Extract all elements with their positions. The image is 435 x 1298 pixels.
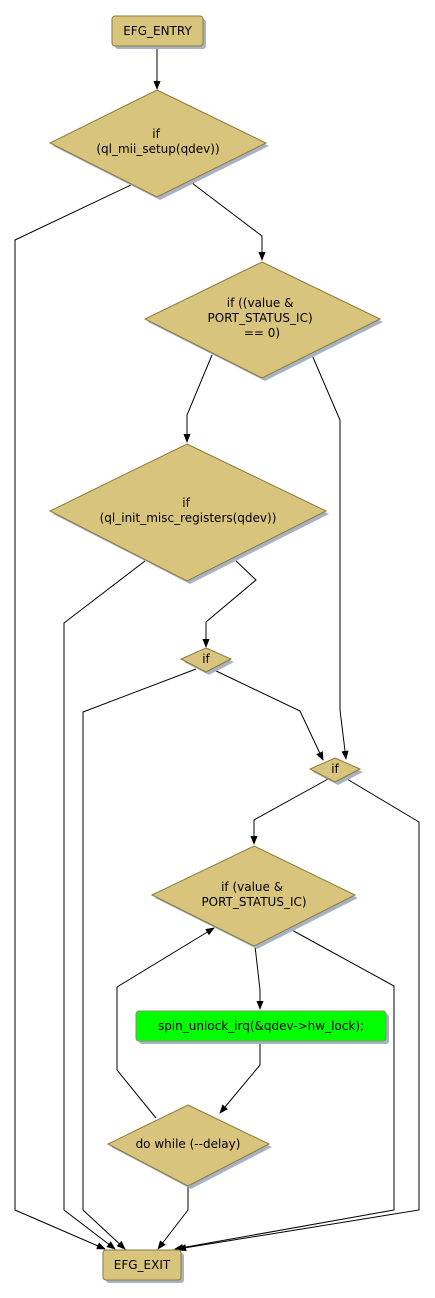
svg-text:if: if — [331, 762, 339, 776]
edge-init-misc-to-exit — [63, 560, 146, 1250]
init-misc-label-line1: if — [182, 496, 190, 510]
exit-node: EFG_EXIT — [102, 1249, 184, 1283]
edge-port-status-zero-to-small-if-2 — [311, 354, 349, 760]
port-status-ic-label-line1: if (value & — [221, 880, 283, 894]
svg-text:if (ql_init_misc_registe: if (ql_init_misc_registers(qdev)) — [100, 496, 277, 525]
edge-port-status-ic-to-spin-unlock — [254, 945, 264, 1010]
edge-init-misc-to-small-if-1 — [202, 558, 257, 648]
edge-port-status-zero-to-init-misc — [183, 354, 213, 443]
svg-text:spin_unlock_irq(&qdev->hw_lock: spin_unlock_irq(&qdev->hw_lock); — [158, 1019, 364, 1033]
edge-mii-setup-to-port-status-zero — [191, 182, 266, 261]
edge-small-if-2-to-port-status-ic — [250, 778, 329, 845]
edge-do-while-to-port-status-ic — [116, 927, 215, 1119]
edge-do-while-to-exit — [157, 1187, 189, 1250]
init-misc-label-line2: (ql_init_misc_registers(qdev)) — [100, 511, 277, 525]
svg-text:if (value & PORT_STATUS_: if (value & PORT_STATUS_IC) — [201, 880, 306, 909]
svg-text:if ((value & PORT_STATUS: if ((value & PORT_STATUS_IC) == 0) — [208, 296, 317, 340]
entry-node: EFG_ENTRY — [111, 15, 206, 49]
edge-mii-setup-to-exit — [14, 183, 134, 1250]
mii-setup-decision: if (ql_mii_setup(qdev)) — [48, 89, 269, 200]
port-status-zero-label-line2: PORT_STATUS_IC) — [208, 311, 313, 325]
port-status-ic-diamond — [150, 845, 357, 947]
edge-spin-unlock-to-do-while — [219, 1042, 261, 1114]
svg-text:if: if — [202, 652, 210, 666]
spin-unlock-node: spin_unlock_irq(&qdev->hw_lock); — [135, 1010, 389, 1044]
edge-small-if-1-to-small-if-2 — [211, 668, 324, 761]
svg-text:EFG_ENTRY: EFG_ENTRY — [123, 24, 192, 38]
edges — [14, 46, 420, 1252]
mii-setup-label-line2: (ql_mii_setup(qdev)) — [96, 142, 219, 156]
port-status-zero-decision: if ((value & PORT_STATUS_IC) == 0) — [143, 261, 383, 381]
init-misc-diamond — [48, 443, 328, 582]
exit-node-box — [102, 1249, 182, 1281]
small-if-2-decision: if — [308, 757, 363, 785]
svg-text:if (ql_mii_setup(qdev)): if (ql_mii_setup(qdev)) — [96, 127, 219, 156]
init-misc-decision: if (ql_init_misc_registers(qdev)) — [48, 443, 329, 584]
do-while-decision: do while (--delay) — [106, 1104, 272, 1189]
spin-unlock-label: spin_unlock_irq(&qdev->hw_lock); — [158, 1019, 364, 1033]
port-status-ic-decision: if (value & PORT_STATUS_IC) — [150, 845, 358, 949]
port-status-zero-label-line3: == 0) — [244, 326, 280, 340]
small-if-2-label: if — [331, 762, 339, 776]
small-if-1-diamond — [179, 647, 233, 673]
edge-port-status-ic-to-exit — [174, 928, 395, 1252]
do-while-diamond — [106, 1104, 271, 1187]
mii-setup-diamond — [48, 89, 268, 198]
edge-small-if-1-to-exit — [82, 668, 197, 1250]
do-while-label: do while (--delay) — [136, 1137, 241, 1151]
svg-text:EFG_EXIT: EFG_EXIT — [114, 1258, 171, 1272]
exit-label: EFG_EXIT — [114, 1258, 171, 1272]
small-if-1-decision: if — [179, 647, 234, 675]
spin-unlock-box — [135, 1010, 387, 1042]
port-status-zero-label-line1: if ((value & — [227, 296, 294, 310]
svg-text:do while (--delay): do while (--delay) — [136, 1137, 241, 1151]
mii-setup-label-line1: if — [152, 127, 160, 141]
entry-node-box — [111, 15, 204, 47]
small-if-1-label: if — [202, 652, 210, 666]
small-if-2-diamond — [308, 757, 362, 783]
entry-label: EFG_ENTRY — [123, 24, 192, 38]
edge-small-if-2-to-exit — [177, 778, 420, 1252]
port-status-zero-diamond — [143, 261, 382, 379]
port-status-ic-label-line2: PORT_STATUS_IC) — [201, 895, 306, 909]
